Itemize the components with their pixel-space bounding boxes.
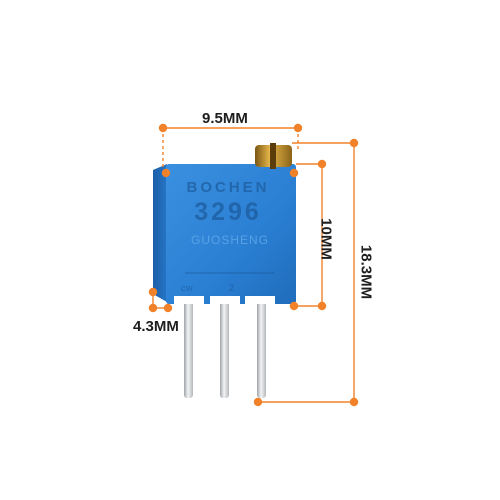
dim-total-dot-top <box>349 138 359 148</box>
dim-width-dot-left <box>158 123 168 133</box>
body-bottom-notch-right <box>245 296 275 304</box>
width-dimension-label: 9.5MM <box>202 110 248 127</box>
body-side <box>153 164 167 302</box>
dim-total-dot-pin <box>253 397 263 407</box>
body-model-text: 3296 <box>194 198 262 226</box>
dim-body-dot-corner <box>289 301 299 311</box>
dim-pin-dot-left <box>148 303 158 313</box>
pins <box>184 300 266 398</box>
body-corner-dot-top-right <box>289 168 299 178</box>
dim-width-dot-right <box>293 123 303 133</box>
dim-body-dot-bottom <box>317 301 327 311</box>
trimmer-body: BOCHEN 3296 GUOSHENG CW 2 <box>153 164 296 304</box>
screw-slot <box>270 143 276 169</box>
dim-pin-dot-right <box>163 303 173 313</box>
pin-middle <box>220 300 229 398</box>
body-bottom-notch-mid <box>210 296 240 304</box>
body-pin-mark: 2 <box>229 283 234 293</box>
total-height-dimension-label: 18.3MM <box>357 244 375 300</box>
dimension-lines <box>148 123 359 407</box>
body-brand-text: BOCHEN <box>186 179 269 196</box>
body-bottom-notch-left <box>174 296 204 304</box>
adjust-screw <box>255 143 292 169</box>
body-maker-text: GUOSHENG <box>191 233 269 247</box>
body-corner-dot-top-left <box>161 168 171 178</box>
pin-left <box>184 300 193 398</box>
body-height-dimension-label: 10MM <box>317 218 335 260</box>
body-side-mark: CW <box>181 286 193 293</box>
body-front <box>166 164 296 304</box>
dim-total-dot-bottom <box>349 397 359 407</box>
pin-right <box>257 300 266 398</box>
dim-body-dot-top <box>317 159 327 169</box>
pin-spacing-dimension-label: 4.3MM <box>133 318 179 335</box>
dim-pin-dot-upper <box>148 287 158 297</box>
